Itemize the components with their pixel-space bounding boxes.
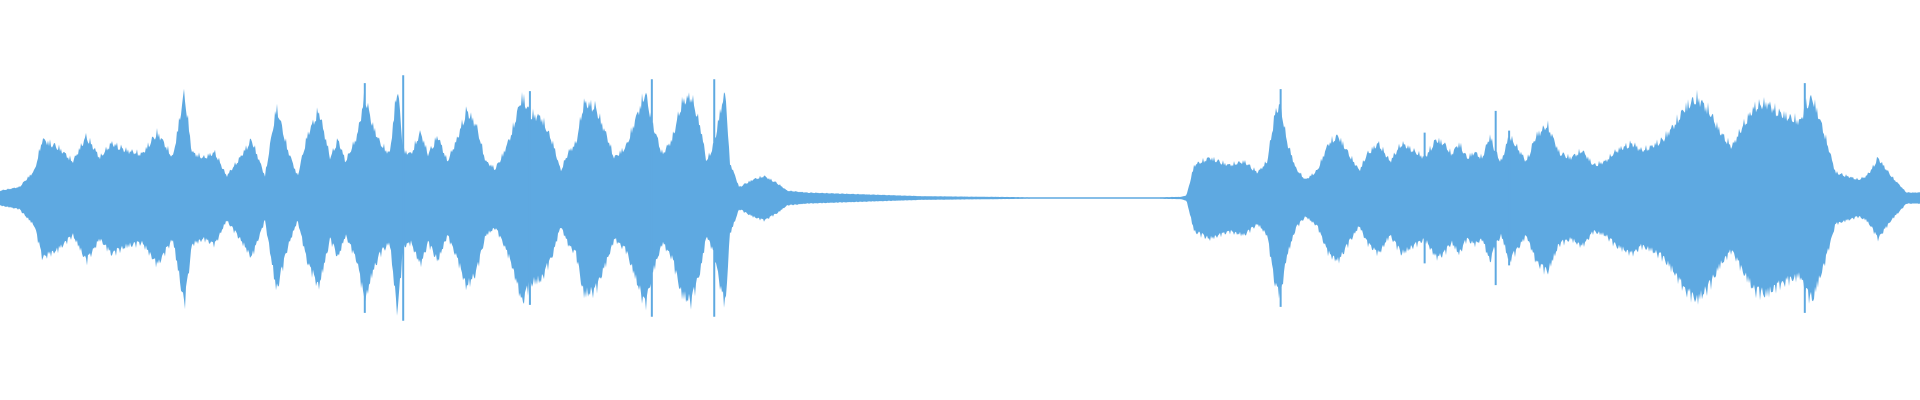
waveform-envelope xyxy=(0,88,1920,316)
waveform-channel xyxy=(0,75,1920,321)
